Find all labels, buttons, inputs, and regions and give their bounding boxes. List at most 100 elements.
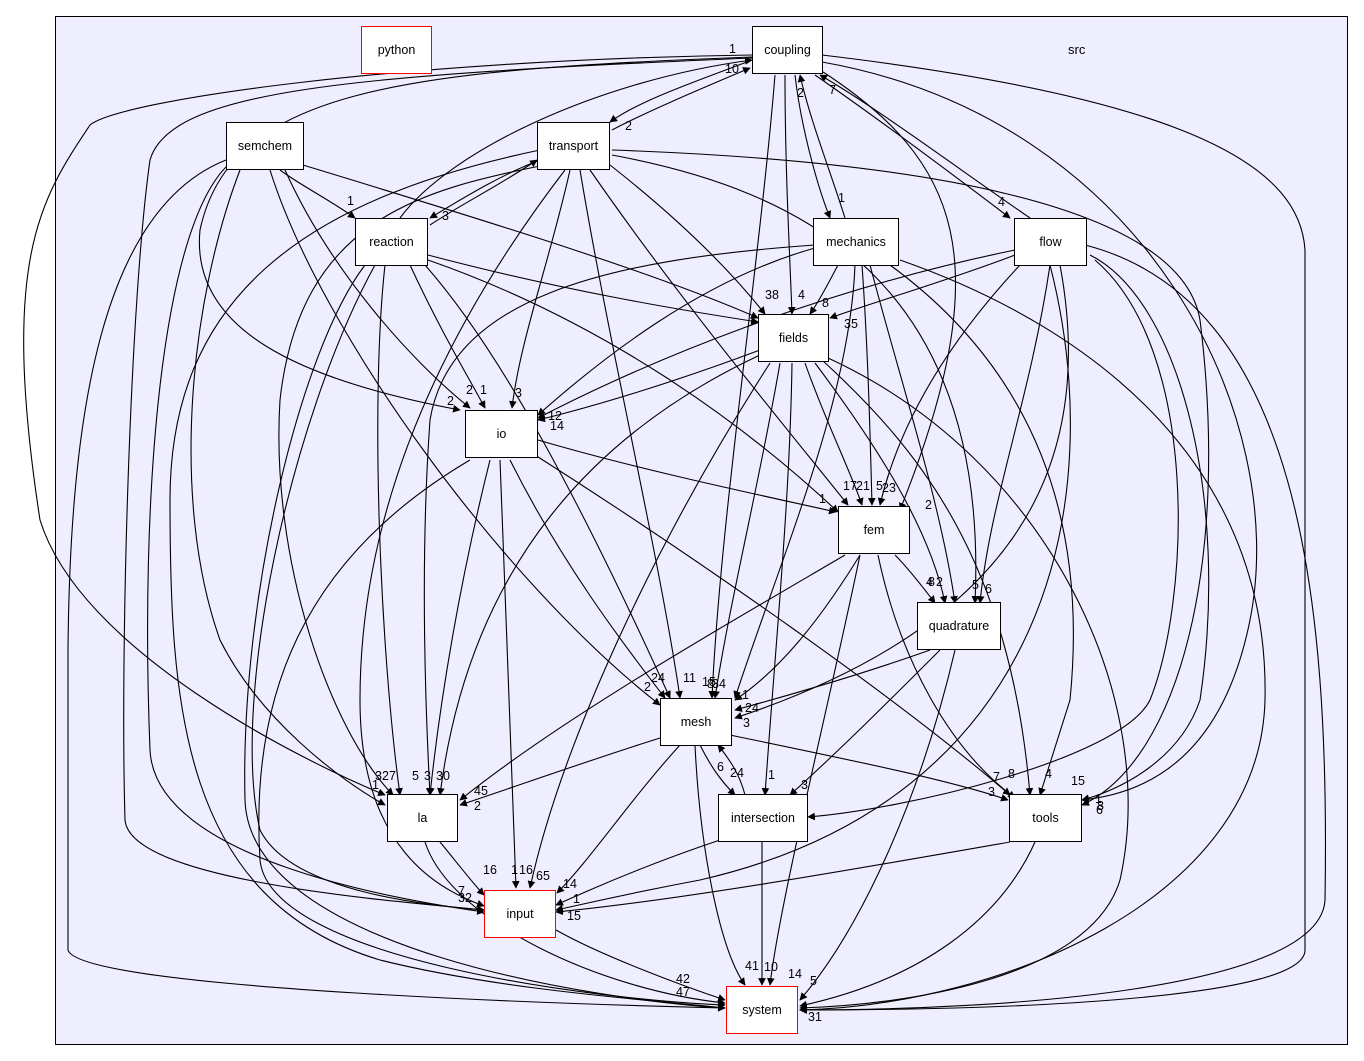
edge-count-label: 14: [788, 967, 802, 981]
edge-transport-mesh: [579, 169, 683, 699]
edge-count-label: 7: [829, 83, 836, 97]
edge-count-label: 2: [474, 799, 481, 813]
edge-count-label: 1: [729, 42, 736, 56]
node-fem[interactable]: fem: [838, 506, 910, 554]
edge-count-label: 24: [745, 701, 759, 715]
edge-transport-tools: [611, 149, 1210, 806]
edge-transport-la: [278, 164, 546, 796]
edge-mesh-tools: [729, 734, 1009, 802]
edge-mesh-la: [459, 737, 661, 807]
edge-count-label: 2: [936, 575, 943, 589]
edge-transport-fem: [589, 169, 849, 506]
edge-coupling-fields: [784, 74, 796, 315]
edge-reaction-system: [244, 264, 726, 1012]
node-semchem[interactable]: semchem: [226, 122, 304, 170]
edge-mechanics-quadrature: [869, 264, 958, 604]
edge-mesh-intersection: [699, 744, 736, 796]
edge-io-fem: [537, 439, 837, 515]
node-mesh[interactable]: mesh: [660, 698, 732, 746]
edge-reaction-fields: [427, 254, 759, 325]
edge-count-label: 1: [742, 688, 749, 702]
edge-coupling-mechanics: [794, 74, 832, 219]
node-input[interactable]: input: [484, 890, 556, 938]
edge-count-label: 35: [844, 317, 858, 331]
edge-count-label: 2: [625, 119, 632, 133]
edge-semchem-fields: [302, 164, 759, 319]
edge-count-label: 15: [567, 909, 581, 923]
edge-flow-fem: [877, 264, 1021, 506]
edge-count-label: 5: [412, 769, 419, 783]
edge-count-label: 16: [519, 863, 533, 877]
node-flow[interactable]: flow: [1014, 218, 1087, 266]
node-la[interactable]: la: [387, 794, 458, 842]
edge-flow-fields: [829, 254, 1016, 320]
edge-input-system: [555, 929, 726, 1002]
node-intersection[interactable]: intersection: [718, 794, 808, 842]
edge-io-input: [499, 459, 520, 889]
edge-mesh-input: [556, 744, 681, 894]
edge-count-label: 15: [702, 675, 716, 689]
edge-count-label: 1: [838, 191, 845, 205]
edge-coupling-mesh: [708, 74, 776, 699]
edge-count-label: 1: [573, 892, 580, 906]
edge-count-label: 65: [536, 869, 550, 883]
edge-count-label: 38: [765, 288, 779, 302]
edge-mechanics-fem: [861, 264, 876, 506]
edge-la-system: [424, 841, 726, 1007]
node-system[interactable]: system: [726, 986, 798, 1034]
edge-count-label: 2: [466, 383, 473, 397]
edge-count-label: 8: [928, 575, 935, 589]
edge-count-label: 4: [1045, 767, 1052, 781]
edge-fields-intersection: [761, 362, 793, 796]
node-io[interactable]: io: [465, 410, 538, 458]
node-mechanics[interactable]: mechanics: [813, 218, 899, 266]
edge-count-label: 42: [676, 972, 690, 986]
node-tools[interactable]: tools: [1009, 794, 1082, 842]
edge-la-input: [439, 841, 485, 896]
edge-mesh-system: [694, 744, 746, 986]
edge-count-label: 3: [424, 769, 431, 783]
edge-flow-quadrature: [976, 264, 1051, 604]
edge-io-la: [426, 459, 491, 796]
edge-flow-intersection: [807, 259, 1179, 821]
edge-count-label: 3: [743, 716, 750, 730]
node-quadrature[interactable]: quadrature: [917, 602, 1001, 650]
node-python[interactable]: python: [361, 26, 432, 74]
edge-coupling-input: [123, 57, 753, 914]
edge-fields-system: [799, 357, 1129, 1012]
edge-count-label: 1: [1095, 792, 1102, 806]
edge-flow-system: [799, 244, 1327, 1014]
edge-reaction-input: [251, 264, 485, 914]
cluster-label: src: [1068, 42, 1086, 57]
edge-mechanics-fields: [809, 264, 839, 315]
node-reaction[interactable]: reaction: [355, 218, 428, 266]
edge-transport-io: [508, 169, 571, 409]
edge-count-label: 32: [458, 891, 472, 905]
edge-count-label: 6: [985, 582, 992, 596]
edge-coupling-tools: [821, 61, 1258, 804]
edge-flow-mesh: [734, 264, 1070, 720]
edge-count-label: 1: [768, 768, 775, 782]
node-fields[interactable]: fields: [758, 314, 829, 362]
edge-coupling-io: [198, 56, 753, 413]
edge-count-label: 7: [389, 769, 396, 783]
edge-tools-input: [555, 841, 1011, 916]
edge-count-label: 7: [993, 770, 1000, 784]
edge-count-label: 2: [644, 680, 651, 694]
edge-count-label: 7: [458, 884, 465, 898]
edge-count-label: 16: [483, 863, 497, 877]
edge-fem-quadrature: [894, 554, 936, 604]
edge-fields-mesh: [712, 362, 781, 699]
edge-reaction-la: [377, 264, 403, 796]
edge-semchem-io: [284, 169, 471, 409]
edge-semchem-reaction: [279, 169, 356, 219]
edge-mechanics-system: [799, 259, 1266, 1014]
node-transport[interactable]: transport: [537, 122, 610, 170]
edge-quadrature-system: [799, 649, 956, 1001]
edge-count-label: 10: [725, 62, 739, 76]
node-coupling[interactable]: coupling: [752, 26, 823, 74]
edge-count-label: 2: [797, 86, 804, 100]
edge-fields-la: [437, 354, 761, 796]
edge-count-label: 8: [707, 677, 714, 691]
